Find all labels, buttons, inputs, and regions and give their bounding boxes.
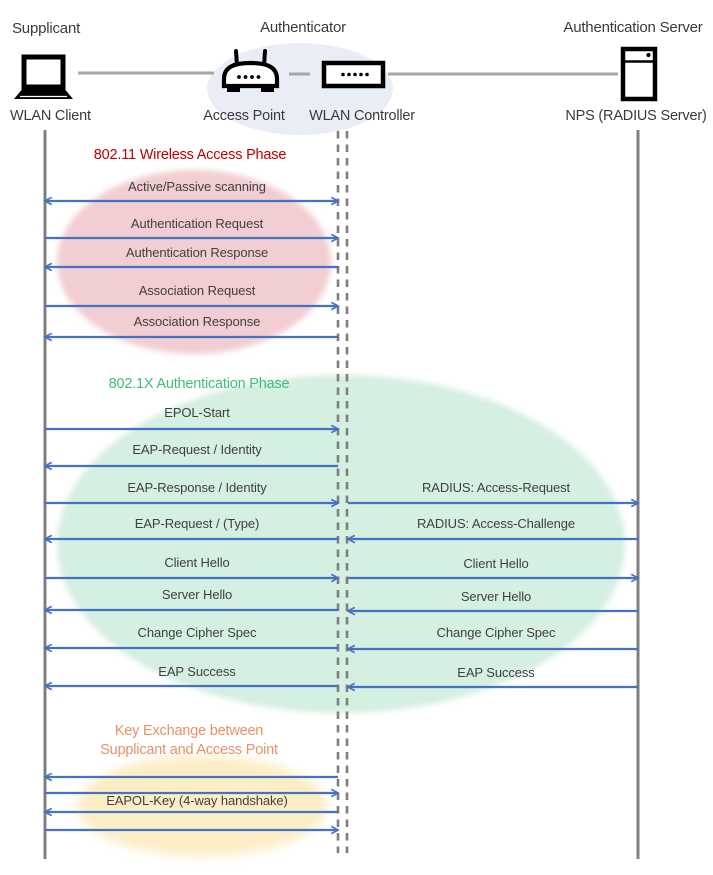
laptop-icon: [14, 54, 73, 99]
wlan-controller-icon: [321, 60, 386, 89]
phase1-ellipse: [57, 170, 331, 354]
device-label-wlan-client: WLAN Client: [10, 108, 91, 124]
message-label: EAP-Request / Identity: [132, 442, 262, 457]
message-label: EAP Success: [457, 665, 535, 680]
message-label: Association Response: [133, 314, 261, 329]
message-label: Change Cipher Spec: [137, 625, 257, 640]
message-label: Authentication Request: [130, 216, 264, 231]
message-label: Server Hello: [460, 589, 532, 604]
device-label-wlan-controller: WLAN Controller: [309, 108, 415, 124]
role-label-authentication-server: Authentication Server: [563, 19, 703, 36]
access-point-icon: [221, 49, 280, 92]
message-label: EAP-Response / Identity: [127, 480, 267, 495]
phase1-title: 802.11 Wireless Access Phase: [93, 147, 287, 163]
server-icon: [620, 46, 658, 102]
role-label-supplicant: Supplicant: [12, 20, 81, 37]
message-label: Client Hello: [164, 555, 230, 570]
message-label: EAP-Request / (Type): [134, 516, 260, 531]
message-label: Server Hello: [161, 587, 233, 602]
device-label-access-point: Access Point: [203, 108, 285, 124]
message-label: Active/Passive scanning: [128, 179, 266, 194]
device-connector: [78, 71, 618, 76]
phase3-title-line2: Supplicant and Access Point: [100, 741, 278, 758]
device-label-nps-radius-server: NPS (RADIUS Server): [565, 108, 707, 124]
phase2-title: 802.1X Authentication Phase: [108, 376, 290, 392]
message-label: EAPOL-Key (4-way handshake): [106, 793, 288, 808]
message-label: Association Request: [138, 283, 256, 298]
message-arrows: [45, 201, 638, 830]
message-label: RADIUS: Access-Request: [421, 480, 571, 495]
phase2-ellipse: [57, 375, 625, 713]
message-label: Client Hello: [463, 556, 529, 571]
message-label: Change Cipher Spec: [436, 625, 556, 640]
phase3-title-line1: Key Exchange between: [114, 723, 264, 739]
message-label: Authentication Response: [125, 245, 269, 260]
message-label: EAP Success: [158, 664, 236, 679]
message-label: RADIUS: Access-Challenge: [417, 516, 575, 531]
phase3-title: Key Exchange between Supplicant and Acce…: [100, 722, 278, 759]
message-label: EPOL-Start: [164, 405, 230, 420]
role-label-authenticator: Authenticator: [260, 19, 346, 36]
